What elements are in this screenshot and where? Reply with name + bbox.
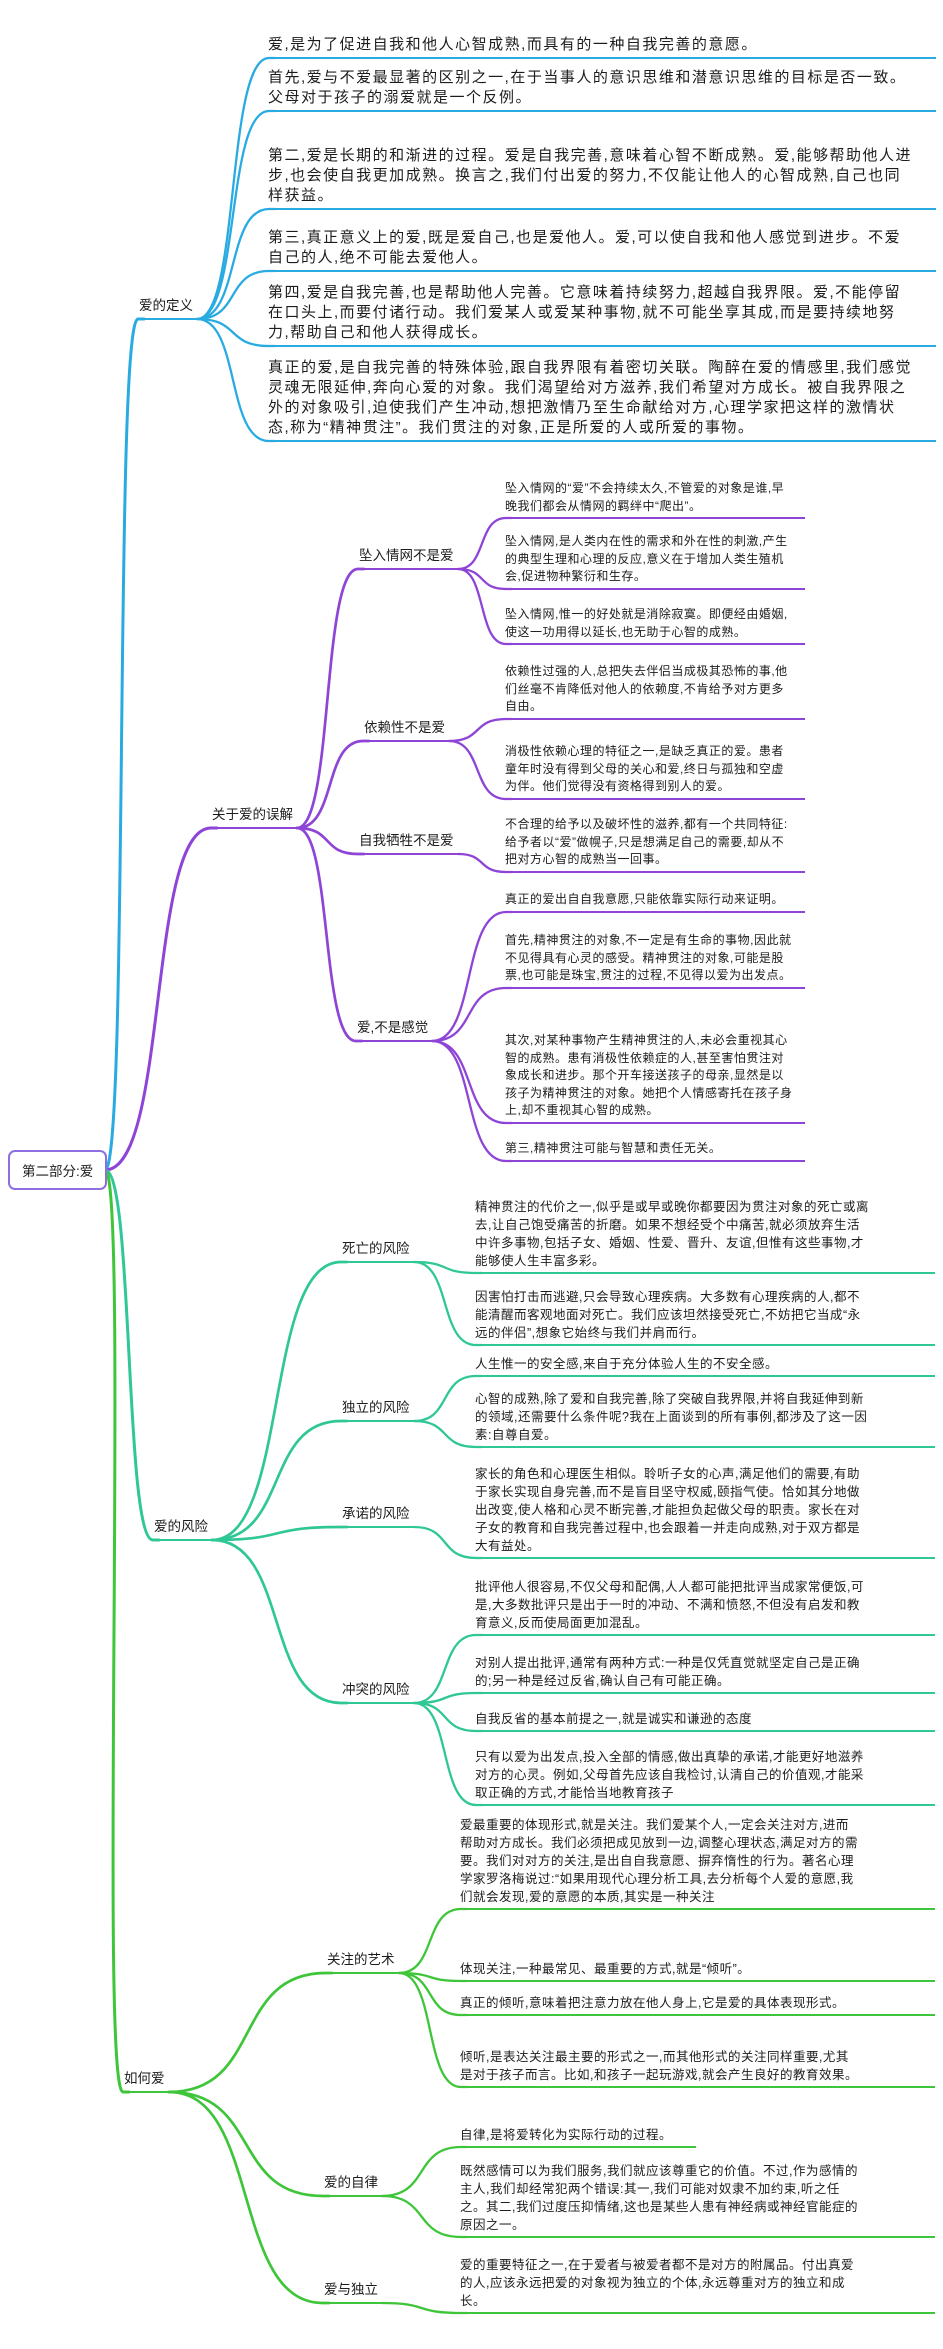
topic-note[interactable]: 人生惟一的安全感,来自于充分体验人生的不安全感。	[475, 1355, 935, 1377]
topic-note[interactable]: 第二,爱是长期的和渐进的过程。爱是自我完善,意味着心智不断成熟。爱,能够帮助他人…	[268, 146, 936, 210]
root-topic[interactable]: 第二部分:爱	[8, 1150, 108, 1190]
topic-note[interactable]: 真正的爱出自自我意愿,只能依靠实际行动来证明。	[505, 891, 805, 913]
topic-note[interactable]: 第三,真正意义上的爱,既是爱自己,也是爱他人。爱,可以使自我和他人感觉到进步。不…	[268, 228, 936, 272]
topic-note[interactable]: 家长的角色和心理医生相似。聆听子女的心声,满足他们的需要,有助于家长实现自身完善…	[475, 1465, 935, 1559]
subtopic-self-sacrifice-is-not-love[interactable]: 自我牺牲不是爱	[357, 831, 460, 855]
subtopic-love-is-not-a-feeling[interactable]: 爱,不是感觉	[355, 1018, 435, 1042]
subtopic-risk-of-conflict[interactable]: 冲突的风险	[340, 1680, 416, 1704]
topic-note[interactable]: 其次,对某种事物产生精神贯注的人,未必会重视其心智的成熟。患有消极性依赖症的人,…	[505, 1032, 805, 1124]
topic-note[interactable]: 既然感情可以为我们服务,我们就应该尊重它的价值。不过,作为感情的主人,我们却经常…	[460, 2162, 935, 2238]
subtopic-love-and-independence[interactable]: 爱与独立	[322, 2280, 384, 2304]
topic-note[interactable]: 不合理的给予以及破坏性的滋养,都有一个共同特征:给予者以“爱”做幌子,只是想满足…	[505, 816, 805, 873]
topic-note[interactable]: 自我反省的基本前提之一,就是诚实和谦逊的态度	[475, 1710, 935, 1732]
topic-note[interactable]: 第三,精神贯注可能与智慧和责任无关。	[505, 1140, 805, 1162]
topic-note[interactable]: 对别人提出批评,通常有两种方式:一种是仅凭直觉就坚定自己是正确的;另一种是经过反…	[475, 1654, 935, 1694]
topic-note[interactable]: 爱最重要的体现形式,就是关注。我们爱某个人,一定会关注对方,进而帮助对方成长。我…	[460, 1816, 935, 1910]
topic-note[interactable]: 体现关注,一种最常见、最重要的方式,就是“倾听”。	[460, 1960, 935, 1982]
subtopic-falling-in-love-is-not-love[interactable]: 坠入情网不是爱	[357, 546, 460, 570]
subtopic-risk-of-commitment[interactable]: 承诺的风险	[340, 1504, 416, 1528]
topic-note[interactable]: 坠入情网的“爱”不会持续太久,不管爱的对象是谁,早晚我们都会从情网的羁绊中“爬出…	[505, 480, 805, 519]
topic-note[interactable]: 心智的成熟,除了爱和自我完善,除了突破自我界限,并将自我延伸到新的领域,还需要什…	[475, 1390, 935, 1448]
subtopic-risk-of-independence[interactable]: 独立的风险	[340, 1398, 416, 1422]
topic-note[interactable]: 自律,是将爱转化为实际行动的过程。	[460, 2126, 696, 2148]
subtopic-risk-of-death[interactable]: 死亡的风险	[340, 1239, 416, 1263]
topic-note[interactable]: 第四,爱是自我完善,也是帮助他人完善。它意味着持续努力,超越自我界限。爱,不能停…	[268, 283, 936, 347]
branch-misconceptions-of-love[interactable]: 关于爱的误解	[210, 805, 299, 829]
topic-note[interactable]: 因害怕打击而逃避,只会导致心理疾病。大多数有心理疾病的人,都不能清醒而客观地面对…	[475, 1288, 935, 1346]
topic-note[interactable]: 坠入情网,是人类内在性的需求和外在性的刺激,产生的典型生理和心理的反应,意义在于…	[505, 533, 805, 590]
topic-note[interactable]: 真正的爱,是自我完善的特殊体验,跟自我界限有着密切关联。陶醉在爱的情感里,我们感…	[268, 358, 936, 442]
topic-note[interactable]: 依赖性过强的人,总把失去伴侣当成极其恐怖的事,他们丝毫不肯降低对他人的依赖度,不…	[505, 663, 805, 720]
topic-note[interactable]: 爱,是为了促进自我和他人心智成熟,而具有的一种自我完善的意愿。	[268, 35, 936, 59]
topic-note[interactable]: 首先,爱与不爱最显著的区别之一,在于当事人的意识思维和潜意识思维的目标是否一致。…	[268, 68, 936, 112]
subtopic-dependency-is-not-love[interactable]: 依赖性不是爱	[362, 718, 451, 742]
topic-note[interactable]: 真正的倾听,意味着把注意力放在他人身上,它是爱的具体表现形式。	[460, 1994, 935, 2016]
topic-note[interactable]: 首先,精神贯注的对象,不一定是有生命的事物,因此就不见得具有心灵的感受。精神贯注…	[505, 932, 805, 989]
subtopic-art-of-attention[interactable]: 关注的艺术	[325, 1950, 401, 1974]
topic-note[interactable]: 精神贯注的代价之一,似乎是或早或晚你都要因为贯注对象的死亡或离去,让自己饱受痛苦…	[475, 1198, 935, 1274]
subtopic-discipline-of-love[interactable]: 爱的自律	[322, 2173, 384, 2197]
topic-note[interactable]: 爱的重要特征之一,在于爱者与被爱者都不是对方的附属品。付出真爱的人,应该永远把爱…	[460, 2256, 935, 2314]
topic-note[interactable]: 消极性依赖心理的特征之一,是缺乏真正的爱。患者童年时没有得到父母的关心和爱,终日…	[505, 743, 805, 800]
branch-risks-of-love[interactable]: 爱的风险	[152, 1517, 214, 1541]
topic-note[interactable]: 批评他人很容易,不仅父母和配偶,人人都可能把批评当成家常便饭,可是,大多数批评只…	[475, 1578, 935, 1636]
topic-note[interactable]: 倾听,是表达关注最主要的形式之一,而其他形式的关注同样重要,尤其是对于孩子而言。…	[460, 2048, 935, 2088]
topic-note[interactable]: 只有以爱为出发点,投入全部的情感,做出真挚的承诺,才能更好地滋养对方的心灵。例如…	[475, 1748, 935, 1806]
branch-how-to-love[interactable]: 如何爱	[122, 2069, 171, 2093]
topic-note[interactable]: 坠入情网,惟一的好处就是消除寂寞。即便经由婚姻,使这一功用得以延长,也无助于心智…	[505, 606, 805, 645]
branch-love-definition[interactable]: 爱的定义	[137, 296, 199, 320]
